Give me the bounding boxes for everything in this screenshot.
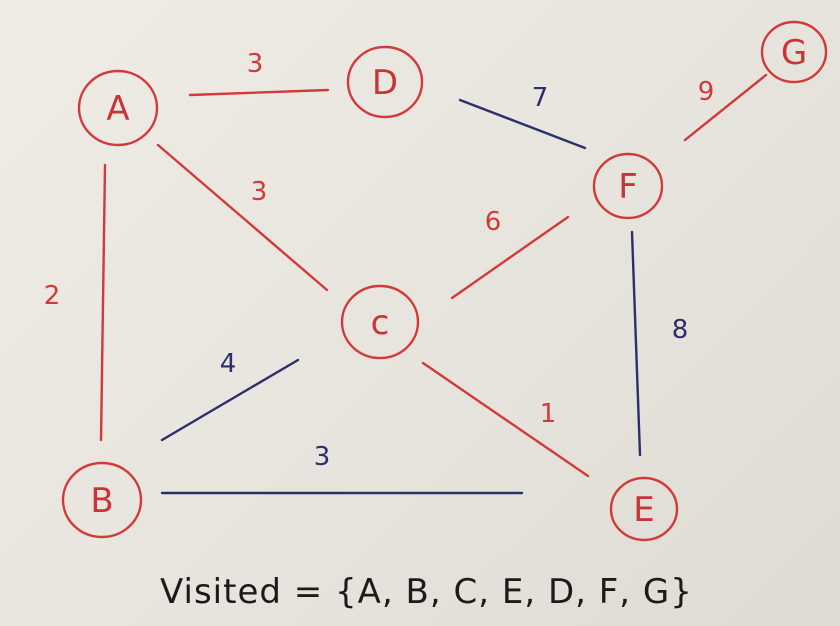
edge-f-e xyxy=(630,230,642,457)
node-circle-f xyxy=(592,152,664,220)
node-circle-g xyxy=(760,20,828,84)
edge-weight-c-e: 1 xyxy=(540,399,557,429)
edge-weight-a-b: 2 xyxy=(44,281,61,311)
edge-weight-b-c: 4 xyxy=(220,349,237,379)
edge-weight-b-e: 3 xyxy=(314,442,331,472)
node-circle-a xyxy=(77,69,159,147)
edge-d-f xyxy=(458,98,587,150)
node-circle-b xyxy=(61,461,143,539)
node-f: F xyxy=(592,152,664,220)
edge-b-c xyxy=(160,358,300,442)
node-circle-d xyxy=(346,45,424,119)
edge-weight-d-f: 7 xyxy=(532,83,549,113)
node-circle-e xyxy=(609,476,679,542)
node-label-b: B xyxy=(90,481,113,521)
node-label-d: D xyxy=(372,63,398,103)
node-label-c: c xyxy=(371,303,390,343)
edge-a-c xyxy=(156,143,329,292)
visited-set-text: Visited = {A, B, C, E, D, F, G} xyxy=(160,572,693,612)
edge-f-g xyxy=(683,73,768,142)
node-label-g: G xyxy=(781,33,807,73)
edge-c-f xyxy=(450,215,570,300)
node-e: E xyxy=(609,476,679,542)
edge-weight-c-f: 6 xyxy=(485,207,502,237)
node-circle-c xyxy=(340,284,420,360)
node-a: A xyxy=(77,69,159,147)
node-label-f: F xyxy=(618,167,638,207)
node-label-e: E xyxy=(633,490,654,530)
node-d: D xyxy=(346,45,424,119)
node-b: B xyxy=(61,461,143,539)
edge-weight-f-g: 9 xyxy=(698,77,715,107)
node-c: c xyxy=(340,284,420,360)
edge-a-b xyxy=(99,163,107,442)
edge-weight-a-d: 3 xyxy=(247,49,264,79)
node-label-a: A xyxy=(106,89,129,129)
edge-c-e xyxy=(421,361,590,478)
edge-a-d xyxy=(188,88,330,97)
edge-weight-a-c: 3 xyxy=(251,177,268,207)
edge-weight-f-e: 8 xyxy=(672,315,689,345)
node-g: G xyxy=(760,20,828,84)
